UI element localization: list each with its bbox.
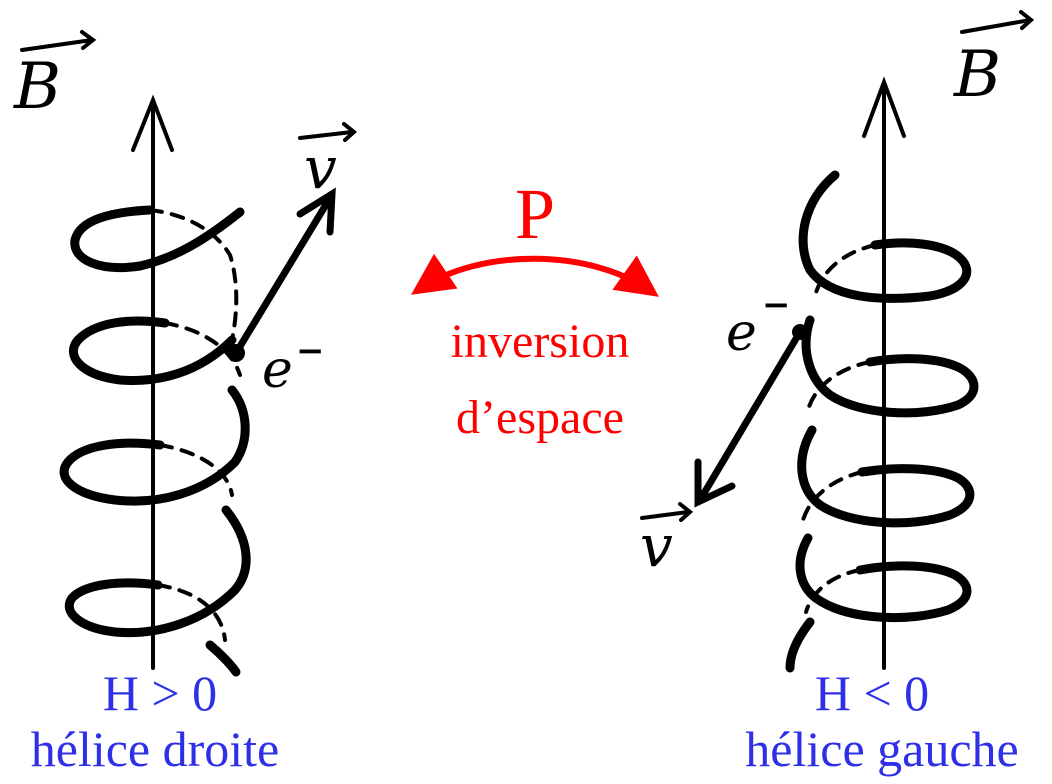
parity-double-arrow	[411, 253, 659, 297]
left-helix-type-label: hélice droite	[30, 721, 280, 777]
parity-operator-label: P	[514, 174, 556, 254]
right-velocity-vector	[694, 328, 804, 508]
left-velocity-vector	[232, 187, 336, 357]
svg-text:v: v	[640, 512, 673, 580]
right-panel: B e −	[640, 10, 1035, 673]
svg-text:−: −	[296, 331, 325, 371]
svg-text:B: B	[13, 50, 61, 124]
right-helicity-label: H < 0	[814, 665, 930, 721]
left-field-axis	[131, 94, 174, 670]
right-velocity-label: v	[640, 502, 694, 580]
svg-text:B: B	[953, 38, 1001, 112]
svg-text:v: v	[304, 134, 337, 202]
inversion-label-line2: d’espace	[456, 391, 624, 444]
left-field-label: B	[13, 30, 97, 124]
svg-text:e: e	[262, 340, 293, 400]
left-helicity-label: H > 0	[102, 665, 218, 721]
right-helix-type-label: hélice gauche	[745, 721, 1019, 777]
svg-text:e: e	[726, 303, 757, 363]
right-field-label: B	[953, 10, 1035, 112]
inversion-label-line1: inversion	[450, 315, 630, 368]
right-electron: e −	[726, 285, 808, 363]
left-helix	[59, 205, 251, 677]
left-velocity-label: v	[298, 122, 358, 202]
svg-text:−: −	[762, 285, 791, 325]
right-field-axis	[862, 76, 906, 670]
right-helix	[785, 170, 979, 673]
left-panel: B e −	[13, 30, 358, 677]
